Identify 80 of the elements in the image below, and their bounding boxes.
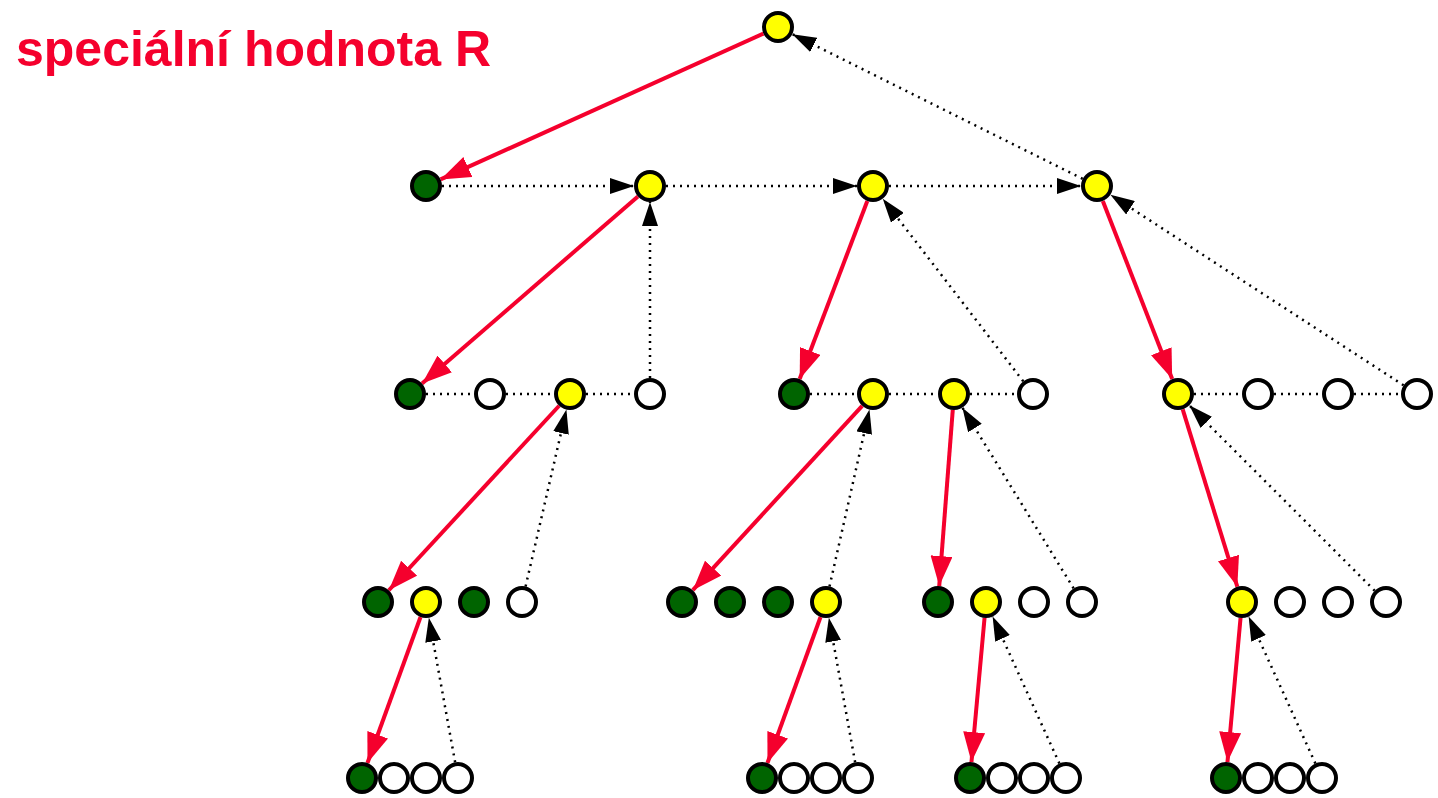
circle-node [1018, 586, 1050, 618]
circle-node [762, 586, 794, 618]
circle-node [857, 170, 889, 202]
circle-node [346, 762, 378, 794]
circle-node [1242, 378, 1274, 410]
arrow [825, 617, 857, 763]
circle-node [634, 378, 666, 410]
circle-node [922, 586, 954, 618]
circle-node [810, 762, 842, 794]
circle-node [506, 586, 538, 618]
circle-node [1210, 762, 1242, 794]
arrow [691, 404, 864, 592]
arrow [828, 409, 872, 587]
dotted-line [1354, 392, 1401, 396]
circle-node [1401, 378, 1433, 410]
circle-node [394, 378, 426, 410]
circle-node [778, 378, 810, 410]
arrow [1100, 200, 1175, 380]
circle-node [410, 586, 442, 618]
arrow [439, 31, 765, 182]
arrow [791, 33, 1084, 180]
dotted-line [970, 392, 1017, 396]
circle-node [762, 11, 794, 43]
arrow [797, 200, 870, 380]
circle-node [986, 762, 1018, 794]
circle-node [1066, 586, 1098, 618]
arrow [765, 616, 823, 764]
circle-node [970, 586, 1002, 618]
circle-node [857, 378, 889, 410]
circle-node [458, 586, 490, 618]
arrow [881, 197, 1025, 383]
arrow [961, 406, 1075, 590]
circle-node [378, 762, 410, 794]
arrow [365, 616, 423, 764]
arrow [666, 178, 857, 194]
circle-node [810, 586, 842, 618]
circle-node [778, 762, 810, 794]
circle-node [1081, 170, 1113, 202]
arrow [442, 178, 634, 194]
circle-node [1370, 586, 1402, 618]
circle-node [1226, 586, 1258, 618]
circle-node [554, 378, 586, 410]
arrow [425, 617, 457, 763]
circle-node [1274, 586, 1306, 618]
arrow [1180, 408, 1240, 588]
circle-node [442, 762, 474, 794]
arrow [991, 616, 1061, 764]
circle-node [1162, 378, 1194, 410]
circle-node [1322, 586, 1354, 618]
dotted-line [810, 392, 857, 396]
circle-node [938, 378, 970, 410]
arrow [524, 409, 569, 587]
arrow [1219, 617, 1243, 763]
circle-node [1050, 762, 1082, 794]
circle-node [362, 586, 394, 618]
circle-node [1322, 378, 1354, 410]
annotation-text: speciální hodnota R [16, 22, 492, 77]
circle-node [1018, 762, 1050, 794]
arrow [1109, 193, 1405, 387]
circle-node [410, 170, 442, 202]
arrow [889, 178, 1081, 194]
circle-node [1274, 762, 1306, 794]
arrow [387, 404, 561, 592]
arrow [1247, 616, 1317, 764]
arrow [963, 617, 987, 763]
circle-node [746, 762, 778, 794]
circle-node [410, 762, 442, 794]
arrow [642, 202, 658, 378]
circle-node [1242, 762, 1274, 794]
arrow [930, 409, 955, 587]
circle-node [474, 378, 506, 410]
circle-node [954, 762, 986, 794]
circle-node [1017, 378, 1049, 410]
arrow [1188, 404, 1376, 592]
arrow [420, 194, 640, 386]
circle-node [666, 586, 698, 618]
circle-node [714, 586, 746, 618]
circle-node [1306, 762, 1338, 794]
circle-node [842, 762, 874, 794]
circle-node [634, 170, 666, 202]
